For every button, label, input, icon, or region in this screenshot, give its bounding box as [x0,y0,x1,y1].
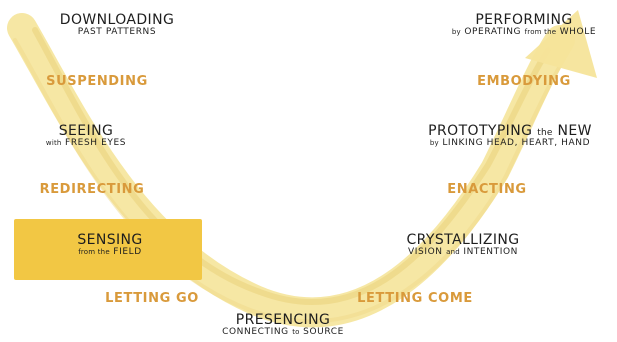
stage-sensing-subtitle: from the FIELD [77,246,142,257]
u-curve-arrow-streak [32,27,551,306]
phase-redirecting: REDIRECTING [39,182,145,197]
stage-crystallizing-subtitle: VISION and INTENTION [406,246,519,257]
u-curve-arrow-streak-2 [13,38,570,324]
stage-seeing: SEEING with FRESH EYES [46,124,126,148]
stage-seeing-subtitle-small: with [45,138,62,147]
stage-prototyping-title: PROTOTYPING the NEW [428,124,592,139]
stage-performing-subtitle-1: OPERATING [464,26,522,37]
stage-presencing-subtitle-small: to [292,327,300,336]
stage-seeing-subtitle: with FRESH EYES [45,137,127,148]
stage-downloading: DOWNLOADING PAST PATTERNS [60,13,174,37]
phase-letting-come: LETTING COME [357,291,473,306]
u-curve-arrowhead [525,10,597,78]
stage-crystallizing-subtitle-1: VISION [408,246,443,257]
stage-presencing-title: PRESENCING [235,312,331,328]
phase-suspending: SUSPENDING [46,74,148,89]
stage-presencing-subtitle: CONNECTING to SOURCE [222,326,344,337]
stage-crystallizing-subtitle-2: INTENTION [463,246,518,257]
stage-performing-subtitle-small-1: by [451,27,461,36]
stage-performing-subtitle: by OPERATING from the WHOLE [451,26,597,37]
stage-prototyping-subtitle: by LINKING HEAD, HEART, HAND [428,137,592,148]
stage-crystallizing-title: CRYSTALLIZING [406,232,520,248]
stage-downloading-title: DOWNLOADING [59,12,175,28]
stage-crystallizing-subtitle-small: and [446,247,460,256]
stage-performing: PERFORMING by OPERATING from the WHOLE [452,13,596,37]
sensing-highlight-box [14,219,202,280]
phase-embodying: EMBODYING [477,74,571,89]
stage-prototyping-subtitle-main: LINKING HEAD, HEART, HAND [442,137,591,148]
stage-sensing-subtitle-small: from the [78,247,110,256]
stage-performing-subtitle-small-2: from the [524,27,557,36]
stage-seeing-title: SEEING [58,123,114,139]
stage-presencing-subtitle-2: SOURCE [303,326,344,337]
stage-crystallizing: CRYSTALLIZING VISION and INTENTION [406,233,519,257]
stage-sensing: SENSING from the FIELD [77,233,142,257]
stage-prototyping-title-small: the [537,128,553,138]
u-curve-arrow-body [7,13,575,328]
stage-presencing: PRESENCING CONNECTING to SOURCE [222,313,344,337]
stage-performing-title: PERFORMING [475,12,573,28]
stage-downloading-subtitle: PAST PATTERNS [77,26,157,37]
phase-letting-go: LETTING GO [105,291,199,306]
stage-seeing-subtitle-main: FRESH EYES [65,137,127,148]
stage-prototyping-title-1: PROTOTYPING [428,123,533,139]
stage-prototyping: PROTOTYPING the NEW by LINKING HEAD, HEA… [428,124,592,148]
stage-presencing-subtitle-1: CONNECTING [222,326,289,337]
stage-sensing-title: SENSING [77,232,143,248]
stage-prototyping-subtitle-small: by [429,138,439,147]
stage-sensing-subtitle-main: FIELD [113,246,142,257]
phase-enacting: ENACTING [447,182,527,197]
stage-prototyping-title-2: NEW [557,123,592,139]
stage-performing-subtitle-2: WHOLE [559,26,597,37]
